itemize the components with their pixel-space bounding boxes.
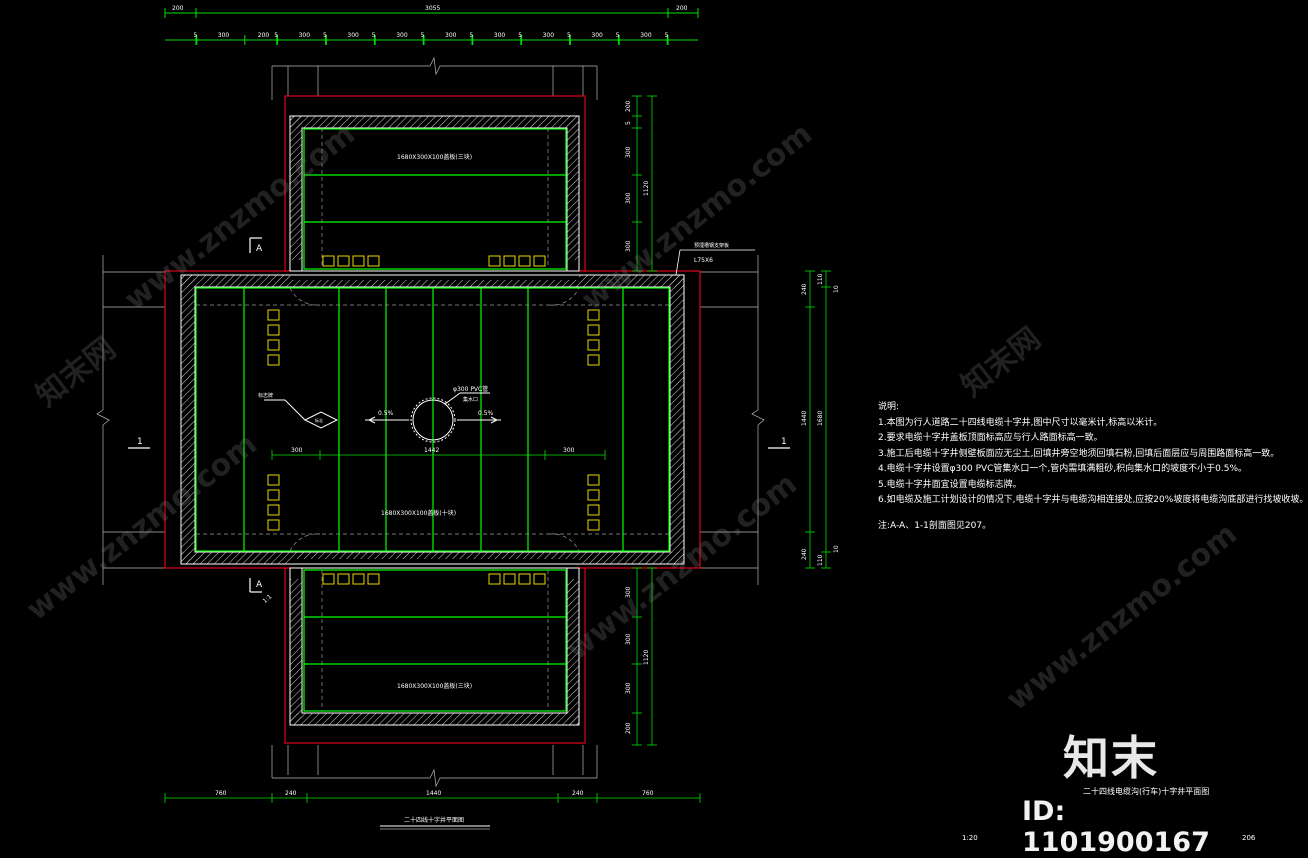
dim-top-detail-18: 300: [640, 32, 652, 39]
dim-r-mid-1440: 1440: [801, 411, 808, 426]
dim-r-top-200: 200: [625, 100, 632, 112]
dim-top-right: 200: [676, 5, 688, 12]
dim-top-detail-14: 300: [543, 32, 555, 39]
cad-drawing: 200 3055 200 5 300 200 5 300 5 300 5 300 5 300 5 300…: [96, 5, 840, 830]
dim-r-top-5a: 5: [625, 121, 632, 125]
dim-r-bot-300c: 300: [625, 682, 632, 694]
section-1-left: 1: [137, 437, 143, 447]
note-item-2: 2.要求电缆十字井盖板顶面标高应与行人路面标高一致。: [878, 433, 1103, 443]
top-dimension-chain: [164, 8, 699, 45]
dim-bot-1440: 1440: [426, 790, 441, 797]
dim-top-left: 200: [172, 5, 184, 12]
dim-bot-240a: 240: [285, 790, 297, 797]
dim-top-detail-2: 200: [258, 32, 270, 39]
dim-bot-760b: 760: [642, 790, 654, 797]
section-markers: [128, 237, 790, 593]
cover-label-top: 1680X300X100盖板(三块): [397, 153, 472, 161]
dim-top-detail-12: 300: [494, 32, 506, 39]
dim-top-detail-7: 5: [372, 32, 376, 39]
marker-label: 标志牌: [258, 392, 273, 399]
dim-r-top-300c: 300: [625, 240, 632, 252]
note-item-4: 4.电缆十字井设置φ300 PVC管集水口一个,管内需填满粗砂,积向集水口的坡度…: [878, 464, 1248, 474]
dim-top-detail-19: 5: [665, 32, 669, 39]
dim-r-mid-10b: 10: [833, 545, 840, 553]
dim-bot-760a: 760: [215, 790, 227, 797]
dim-r-mid-240a: 240: [801, 283, 808, 295]
slope-tag: 1:1: [261, 593, 273, 605]
inner-dim-mid: 1442: [424, 447, 439, 454]
drain-pipe: [365, 392, 501, 443]
page-number: 206: [1242, 834, 1256, 842]
dim-top-detail-13: 5: [518, 32, 522, 39]
section-1-right: 1: [781, 437, 787, 447]
top-dimension-labels: 200 3055 200: [172, 5, 688, 12]
dim-top-detail-1: 300: [218, 32, 230, 39]
note-item-3: 3.施工后电缆十字井侧壁板面应无尘土,回填井旁空地须回填石粉,回填后面层应与周围…: [878, 448, 1280, 459]
note-item-1: 1.本图为行人道路二十四线电缆十字井,图中尺寸以毫米计,标高以米计。: [878, 417, 1163, 428]
cover-slabs: [195, 128, 670, 712]
dim-r-top-1120: 1120: [643, 181, 650, 196]
section-a-top: A: [256, 244, 263, 254]
cover-label-bottom: 1680X300X100盖板(三块): [397, 682, 472, 690]
wall-outlines: [180, 115, 685, 726]
cover-label-center: 1680X300X100盖板(十块): [381, 509, 456, 517]
dim-top-detail-9: 5: [421, 32, 425, 39]
hidden-lines: [196, 128, 669, 711]
note-item-6: 6.如电缆及施工计划设计的情况下,电缆十字井与电缆沟相连接处,应按20%坡度将电…: [878, 495, 1308, 505]
dim-r-mid-110a: 110: [817, 273, 824, 285]
inner-dimension: [271, 450, 606, 460]
dim-top-total: 3055: [425, 5, 440, 12]
plan-title: 二十四线十字井平面图: [404, 816, 464, 824]
angle-label: L75X6: [694, 257, 713, 264]
top-detail-labels: 5 300 200 5 300 5 300 5 300 5 300 5 300 5 300 5 300 5 300 5: [193, 32, 668, 39]
brand-id: ID: 1101900167: [1022, 796, 1210, 858]
marker-tag: 标志: [315, 417, 323, 423]
notes-footnote: 注:A-A、1-1剖面图见207。: [878, 520, 992, 531]
slope-left: 0.5%: [378, 410, 394, 417]
dim-r-bot-300b: 300: [625, 633, 632, 645]
dim-r-mid-1680: 1680: [817, 411, 824, 426]
drawing-scale: 1:20: [962, 834, 978, 842]
dim-top-detail-0: 5: [193, 32, 197, 39]
dim-r-mid-110b: 110: [817, 554, 824, 566]
dim-bot-240b: 240: [572, 790, 584, 797]
pipe-sub-label: 集水口: [463, 396, 478, 403]
dim-top-detail-3: 5: [274, 32, 278, 39]
dim-r-mid-10a: 10: [833, 285, 840, 293]
section-a-bottom: A: [256, 580, 263, 590]
angle-caption: 预埋槽钢支架板: [694, 242, 729, 249]
inner-dim-left: 300: [291, 447, 303, 454]
right-dimension-chains: [632, 95, 831, 746]
dim-r-bot-300a: 300: [625, 586, 632, 598]
marker-diamond: [264, 399, 339, 429]
dim-r-bot-200: 200: [625, 722, 632, 734]
extension-lines: [96, 56, 765, 788]
angle-callout: [675, 249, 755, 276]
bottom-dimension-labels: 760 240 1440 240 760: [215, 790, 654, 797]
pipe-label: φ300 PVC管: [453, 385, 488, 393]
dim-r-mid-240b: 240: [801, 548, 808, 560]
dim-top-detail-4: 300: [299, 32, 311, 39]
dim-r-bot-1120: 1120: [643, 650, 650, 665]
dim-top-detail-16: 300: [591, 32, 603, 39]
dim-top-detail-8: 300: [396, 32, 408, 39]
slope-right: 0.5%: [478, 410, 494, 417]
dim-top-detail-6: 300: [347, 32, 359, 39]
dim-top-detail-5: 5: [323, 32, 327, 39]
note-item-5: 5.电缆十字井面宜设置电缆标志牌。: [878, 479, 1022, 490]
inner-dim-right: 300: [563, 447, 575, 454]
bottom-dimension-chain: [164, 793, 701, 803]
notes-heading: 说明:: [878, 402, 900, 412]
brand-logo: 知末: [1063, 731, 1159, 785]
dim-top-detail-11: 5: [469, 32, 473, 39]
notes-block: 说明: 1.本图为行人道路二十四线电缆十字井,图中尺寸以毫米计,标高以米计。 2…: [878, 400, 1308, 534]
dim-top-detail-15: 5: [567, 32, 571, 39]
dim-r-top-300a: 300: [625, 146, 632, 158]
dim-r-top-300b: 300: [625, 192, 632, 204]
dim-top-detail-17: 5: [616, 32, 620, 39]
drawing-subtitle: 二十四线电缆沟(行车)十字井平面图: [1083, 787, 1210, 796]
dim-top-detail-10: 300: [445, 32, 457, 39]
right-dimension-labels: 200 5 300 300 300 1120 240 110 10 1440 1…: [625, 100, 840, 734]
cable-brackets: [267, 255, 600, 585]
